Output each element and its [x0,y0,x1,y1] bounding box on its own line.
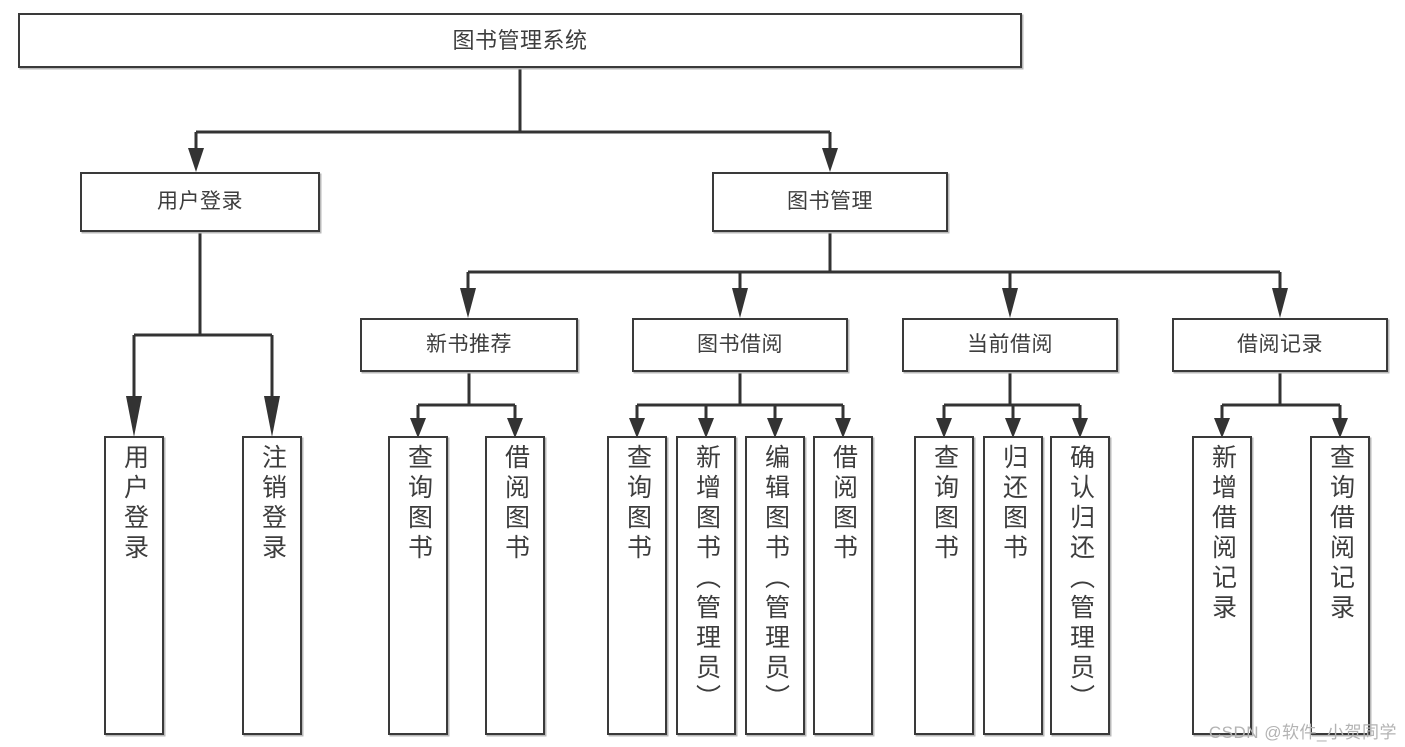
leaf-borrow-query-book[interactable]: 查询图书 [607,436,667,735]
leaf-newbook-borrow-book-label: 借阅图书 [501,444,530,564]
leaf-record-query-record-label: 查询借阅记录 [1326,444,1355,624]
leaf-user-logout[interactable]: 注销登录 [242,436,302,735]
leaf-newbook-borrow-book[interactable]: 借阅图书 [485,436,545,735]
csdn-watermark: CSDN @软件_小贺同学 [1208,723,1397,742]
node-new-book-recommend-label: 新书推荐 [426,332,512,356]
leaf-current-confirm-return[interactable]: 确认归还（管理员） [1050,436,1110,735]
node-user-login[interactable]: 用户登录 [80,172,320,232]
leaf-newbook-query-book[interactable]: 查询图书 [388,436,448,735]
arrow-heads [126,148,1348,438]
node-new-book-recommend[interactable]: 新书推荐 [360,318,578,372]
leaf-current-query-book-label: 查询图书 [930,444,959,564]
leaf-borrow-edit-book[interactable]: 编辑图书（管理员） [745,436,805,735]
node-book-borrow[interactable]: 图书借阅 [632,318,848,372]
leaf-user-login[interactable]: 用户登录 [104,436,164,735]
leaf-borrow-add-book[interactable]: 新增图书（管理员） [676,436,736,735]
node-user-login-label: 用户登录 [157,189,243,213]
leaf-record-query-record[interactable]: 查询借阅记录 [1310,436,1370,735]
leaf-record-add-record[interactable]: 新增借阅记录 [1192,436,1252,735]
node-borrow-record[interactable]: 借阅记录 [1172,318,1388,372]
leaf-borrow-borrow-book-label: 借阅图书 [829,444,858,564]
leaf-newbook-query-book-label: 查询图书 [404,444,433,564]
leaf-current-return-book-label: 归还图书 [999,444,1028,564]
node-book-borrow-label: 图书借阅 [697,332,783,356]
leaf-current-return-book[interactable]: 归还图书 [983,436,1043,735]
leaf-borrow-add-book-label: 新增图书（管理员） [692,444,721,714]
node-root-label: 图书管理系统 [452,27,588,53]
leaf-borrow-edit-book-label: 编辑图书（管理员） [761,444,790,714]
node-book-management[interactable]: 图书管理 [712,172,948,232]
leaf-borrow-borrow-book[interactable]: 借阅图书 [813,436,873,735]
node-borrow-record-label: 借阅记录 [1237,332,1323,356]
leaf-current-query-book[interactable]: 查询图书 [914,436,974,735]
leaf-user-logout-label: 注销登录 [258,444,287,564]
node-book-management-label: 图书管理 [787,189,873,213]
node-current-borrow[interactable]: 当前借阅 [902,318,1118,372]
node-root[interactable]: 图书管理系统 [18,13,1022,68]
leaf-borrow-query-book-label: 查询图书 [623,444,652,564]
node-current-borrow-label: 当前借阅 [967,332,1053,356]
leaf-user-login-label: 用户登录 [120,444,149,564]
leaf-record-add-record-label: 新增借阅记录 [1208,444,1237,624]
leaf-current-confirm-return-label: 确认归还（管理员） [1066,444,1095,714]
